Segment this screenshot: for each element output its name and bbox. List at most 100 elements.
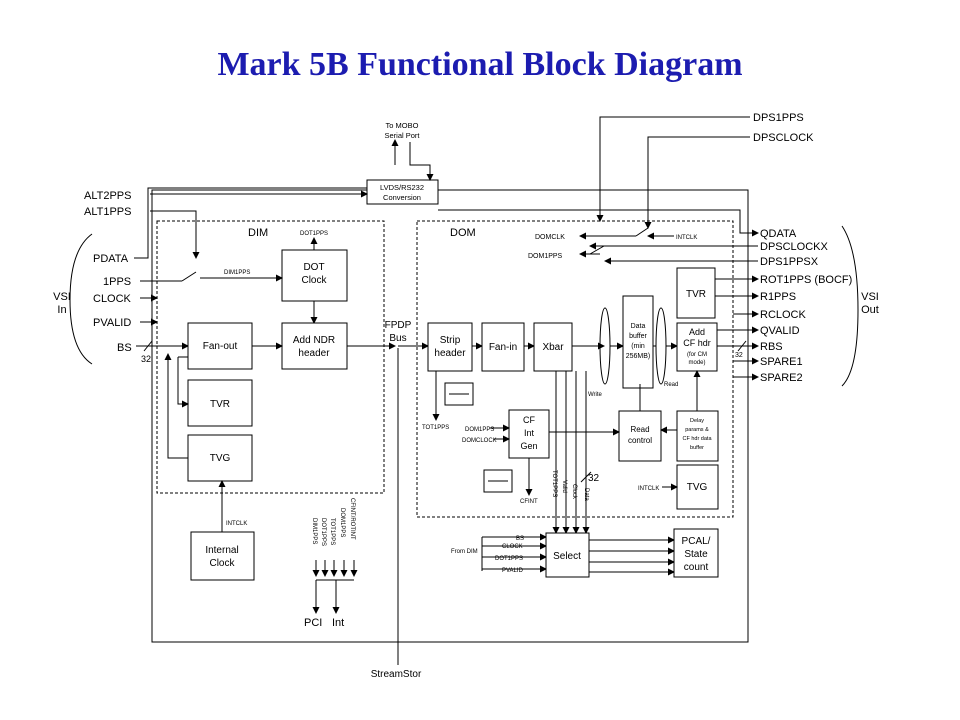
svg-text:DOT: DOT (303, 262, 324, 273)
svg-text:TVG: TVG (210, 453, 231, 464)
main-frame (151, 189, 749, 643)
svg-text:LVDS/RS232: LVDS/RS232 (380, 183, 424, 192)
int-sig-tot1pps: TOT1PPS (329, 518, 335, 545)
dpsclock-label: DPSCLOCK (753, 132, 814, 144)
svg-text:buffer: buffer (690, 445, 704, 451)
rot1pps-label: ROT1PPS (BOCF) (760, 274, 852, 286)
dps1ppsx-label: DPS1PPSX (760, 256, 819, 268)
data-buffer-block: Data buffer (min 256MB) (622, 295, 654, 389)
svg-text:TVG: TVG (687, 482, 708, 493)
pci-label: PCI (304, 617, 322, 629)
dps1pps-label: DPS1PPS (753, 112, 804, 124)
svg-text:CF: CF (523, 415, 535, 425)
svg-text:256MB): 256MB) (626, 353, 651, 360)
spare2-label: SPARE2 (760, 372, 803, 384)
svg-text:Clock: Clock (209, 558, 235, 569)
vsi-in-brace (69, 233, 93, 365)
add-cf-hdr-block: Add CF hdr (for CM mode) (676, 322, 718, 372)
svg-text:Delay: Delay (690, 418, 704, 424)
v-data-label: Data (583, 488, 589, 501)
svg-text:PCAL/: PCAL/ (682, 536, 711, 547)
vsi-out-brace (841, 225, 859, 387)
to-mobo-label: To MOBO (386, 121, 419, 130)
pvalid-label: PVALID (93, 317, 131, 329)
alt1pps-label: ALT1PPS (84, 206, 132, 218)
svg-text:State: State (684, 549, 708, 560)
sel-bs-label: BS (516, 536, 524, 542)
svg-text:Gen: Gen (520, 441, 537, 451)
dom-switch-1 (635, 227, 649, 237)
sel-clock-label: CLOCK (502, 544, 523, 550)
vsi-in-label-1: VSI (53, 291, 71, 303)
int-sig-dim1pps: DIM1PPS (311, 518, 317, 544)
dim-label: DIM (248, 227, 268, 239)
svg-text:header: header (434, 348, 466, 359)
svg-text:params &: params & (685, 427, 709, 433)
domclk-label: DOMCLK (535, 234, 565, 241)
svg-text:CF hdr data: CF hdr data (682, 436, 712, 442)
svg-text:mode): mode) (688, 360, 705, 366)
lvds-rs232-conversion-block: LVDS/RS232 Conversion (366, 179, 439, 205)
rbs-label: RBS (760, 341, 783, 353)
svg-text:buffer: buffer (629, 333, 647, 340)
dom-intclk-tvg-label: INTCLK (638, 486, 659, 492)
streamstor-label: StreamStor (371, 669, 422, 680)
dom-width-32-label: 32 (588, 473, 600, 484)
r1pps-label: R1PPS (760, 291, 796, 303)
bs-label: BS (117, 342, 132, 354)
svg-text:Internal: Internal (205, 545, 238, 556)
dom-intclk-label: INTCLK (676, 235, 697, 241)
fpdp-label-2: Bus (389, 333, 406, 344)
cf-domclock-label: DOMCLOCK (462, 438, 497, 444)
dim-tvg-block: TVG (187, 434, 253, 482)
1pps-label: 1PPS (103, 276, 131, 288)
svg-text:Fan-out: Fan-out (203, 341, 238, 352)
svg-text:Strip: Strip (440, 335, 461, 346)
sel-dot1pps-label: DOT1PPS (495, 556, 523, 562)
svg-text:header: header (298, 348, 330, 359)
svg-text:TVR: TVR (686, 289, 706, 300)
spare1-label: SPARE1 (760, 356, 803, 368)
read-label: Read (664, 382, 678, 388)
int-sig-dom1pps: DOM1PPS (339, 508, 345, 537)
svg-text:Add: Add (689, 327, 705, 337)
svg-text:Int: Int (524, 428, 535, 438)
strip-header-block: Strip header (427, 322, 473, 372)
rclock-label: RCLOCK (760, 309, 807, 321)
cf-int-gen-block: CF Int Gen (508, 409, 550, 459)
svg-text:Data: Data (631, 323, 646, 330)
write-label: Write (588, 392, 603, 398)
delay-params-block: Delay params & CF hdr data buffer (676, 410, 719, 462)
svg-text:(for CM: (for CM (687, 352, 707, 358)
rbs-width-label: 32 (735, 352, 743, 359)
fan-out-block: Fan-out (187, 322, 253, 370)
v-tot1pps-label: TOT1PPS (551, 470, 557, 497)
dom-region (416, 220, 734, 518)
svg-text:Add NDR: Add NDR (293, 335, 335, 346)
dim-region (156, 220, 385, 494)
dom-switch-2 (589, 245, 605, 255)
dim1pps-switch (181, 271, 197, 282)
sel-pvalid-label: PVALID (502, 568, 524, 574)
dpsclockx-label: DPSCLOCKX (760, 241, 829, 253)
v-valid-label: Valid (561, 480, 567, 493)
qdata-label: QDATA (760, 228, 797, 240)
dom-tvr-block: TVR (676, 267, 716, 319)
fan-in-block: Fan-in (481, 322, 525, 372)
read-control-block: Read control (618, 410, 662, 462)
serial-port-label: Serial Port (384, 131, 420, 140)
pdata-label: PDATA (93, 253, 129, 265)
int-label: Int (332, 617, 344, 629)
alt2pps-label: ALT2PPS (84, 190, 132, 202)
svg-text:count: count (684, 562, 709, 573)
svg-text:(min: (min (631, 343, 645, 350)
svg-text:control: control (628, 436, 652, 445)
svg-text:Read: Read (630, 425, 649, 434)
tot1pps-label: TOT1PPS (422, 425, 449, 431)
svg-text:Fan-in: Fan-in (489, 342, 517, 353)
int-sig-cfint: CFINT/ROTINT (349, 498, 355, 540)
svg-text:TVR: TVR (210, 399, 230, 410)
dom-tvg-block: TVG (676, 464, 719, 510)
diagram-title: Mark 5B Functional Block Diagram (217, 46, 743, 83)
